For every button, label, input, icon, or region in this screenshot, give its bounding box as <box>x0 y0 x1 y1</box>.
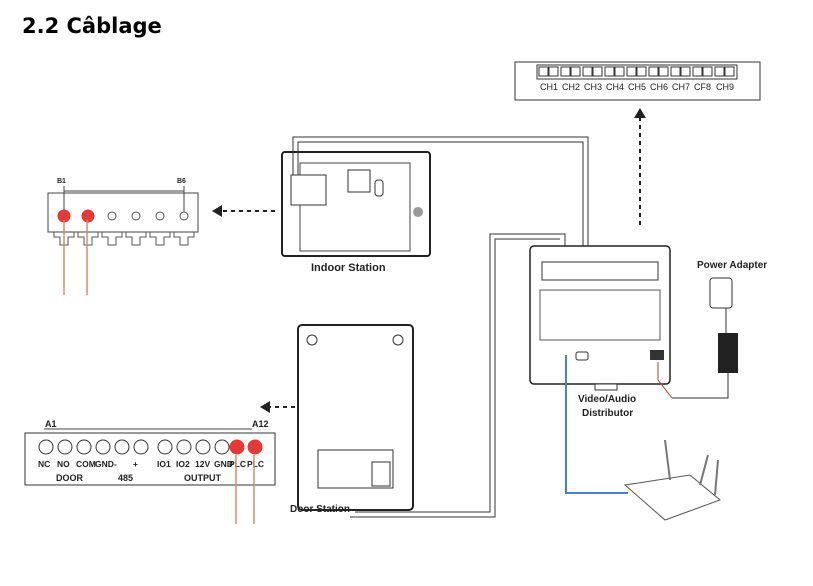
power-adapter-label: Power Adapter <box>697 260 767 271</box>
terminal-pin <box>133 439 149 455</box>
channel-port <box>538 66 549 77</box>
terminal-pin <box>95 439 111 455</box>
pin-label: - <box>114 459 117 469</box>
channel-port <box>592 66 603 77</box>
channel-label: CH3 <box>584 82 602 92</box>
door-station-label: Door Station <box>290 504 350 515</box>
channel-port <box>648 66 659 77</box>
channel-label: CH5 <box>628 82 646 92</box>
pin-label: NO <box>57 459 70 469</box>
door-station: Door Station <box>290 324 414 515</box>
channel-port <box>724 66 735 77</box>
channel-label: CH1 <box>540 82 558 92</box>
terminal-pin <box>81 209 95 223</box>
channel-label: CH2 <box>562 82 580 92</box>
terminal-pin <box>107 211 117 221</box>
pin-label: PLC <box>229 459 246 469</box>
terminal-pin <box>38 439 54 455</box>
channel-label: CF8 <box>694 82 711 92</box>
terminal-pin <box>76 439 92 455</box>
pin-label: 12V <box>195 459 210 469</box>
channel-port <box>714 66 725 77</box>
pin-label: PLC <box>247 459 264 469</box>
pin-label: GND <box>95 459 114 469</box>
terminal-pin <box>195 439 211 455</box>
channel-port <box>582 66 593 77</box>
pin-label: + <box>133 459 138 469</box>
section-title: 2.2 Câblage <box>22 14 162 38</box>
pin-label: NC <box>38 459 50 469</box>
router <box>623 439 721 521</box>
label-a12: A12 <box>252 419 269 429</box>
channel-port <box>692 66 703 77</box>
channel-port <box>570 66 581 77</box>
terminal-pin <box>214 439 230 455</box>
terminal-pin <box>155 211 165 221</box>
channel-port <box>658 66 669 77</box>
terminal-pin <box>157 439 173 455</box>
channel-strip: CH1 CH2 CH3 CH4 CH5 CH6 CH7 CF8 CH9 <box>514 61 761 101</box>
pin-label: IO1 <box>157 459 171 469</box>
channel-port <box>548 66 559 77</box>
terminal-pin <box>229 439 245 455</box>
channel-port <box>560 66 571 77</box>
power-adapter: Power Adapter <box>657 260 767 399</box>
channel-label: CH4 <box>606 82 624 92</box>
distributor-label-1: Video/Audio <box>578 394 636 405</box>
channel-label: CH6 <box>650 82 668 92</box>
indoor-terminal: B1 B6 <box>47 178 199 295</box>
channel-port <box>626 66 637 77</box>
terminal-pin <box>179 211 189 221</box>
channel-port <box>636 66 647 77</box>
terminal-pin <box>176 439 192 455</box>
group-door: DOOR <box>56 473 84 483</box>
indoor-station: Indoor Station <box>281 151 431 274</box>
pin-label: COM <box>76 459 96 469</box>
terminal-pin <box>114 439 130 455</box>
group-485: 485 <box>118 473 133 483</box>
label-b6: B6 <box>177 178 186 185</box>
indoor-station-label: Indoor Station <box>311 262 386 274</box>
terminal-pin <box>57 439 73 455</box>
channel-port <box>680 66 691 77</box>
group-output: OUTPUT <box>184 473 222 483</box>
terminal-pin <box>131 211 141 221</box>
pin-label: IO2 <box>176 459 190 469</box>
terminal-pin <box>247 439 263 455</box>
label-a1: A1 <box>45 419 57 429</box>
video-audio-distributor: Video/Audio Distributor <box>529 245 671 419</box>
channel-label: CH9 <box>716 82 734 92</box>
channel-port <box>702 66 713 77</box>
channel-port <box>604 66 615 77</box>
label-b1: B1 <box>57 178 66 185</box>
distributor-label-2: Distributor <box>582 408 633 419</box>
pin-label: GND <box>214 459 233 469</box>
arrow-head <box>634 108 646 118</box>
channel-port <box>614 66 625 77</box>
channel-label: CH7 <box>672 82 690 92</box>
channel-port <box>670 66 681 77</box>
